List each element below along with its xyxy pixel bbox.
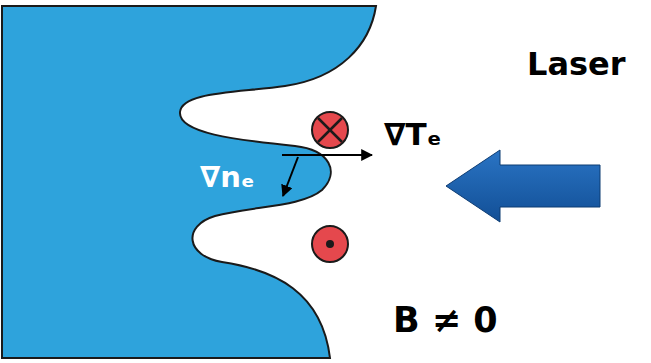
plasma-surface xyxy=(2,6,376,358)
beam-label: Laser xyxy=(527,48,626,80)
density-gradient-arrow xyxy=(283,157,298,196)
field-label: B ≠ 0 xyxy=(393,303,498,338)
gradient-label: ∇Tₑ xyxy=(384,119,442,150)
field-out-of-page xyxy=(312,226,348,262)
laser-arrow xyxy=(446,150,600,222)
gradient-label: ∇nₑ xyxy=(200,163,255,192)
field-into-page xyxy=(312,112,348,148)
temperature-gradient-arrow xyxy=(282,154,372,156)
